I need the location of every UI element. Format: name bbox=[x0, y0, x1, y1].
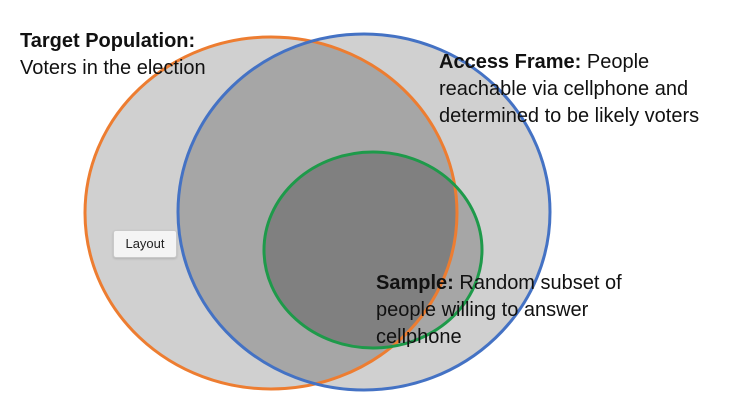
target-population-text: Voters in the election bbox=[20, 57, 206, 79]
layout-button[interactable]: Layout bbox=[113, 230, 177, 258]
access-frame-text: People reachable via cellphone and deter… bbox=[439, 51, 700, 127]
sample-label: Sample: Random subset of people willing … bbox=[376, 270, 646, 351]
sample-heading: Sample: bbox=[376, 272, 454, 294]
target-population-label: Target Population: Voters in the electio… bbox=[20, 28, 280, 82]
access-frame-label: Access Frame: People reachable via cellp… bbox=[439, 49, 739, 130]
sample-circle bbox=[262, 150, 484, 350]
target-population-circle bbox=[83, 35, 459, 391]
access-frame-heading: Access Frame: bbox=[439, 51, 582, 73]
sample-target-overlap bbox=[264, 152, 457, 348]
sample-text: Random subset of people willing to answe… bbox=[376, 272, 622, 348]
access-frame-circle bbox=[176, 32, 552, 392]
target-population-heading: Target Population: bbox=[20, 30, 196, 52]
